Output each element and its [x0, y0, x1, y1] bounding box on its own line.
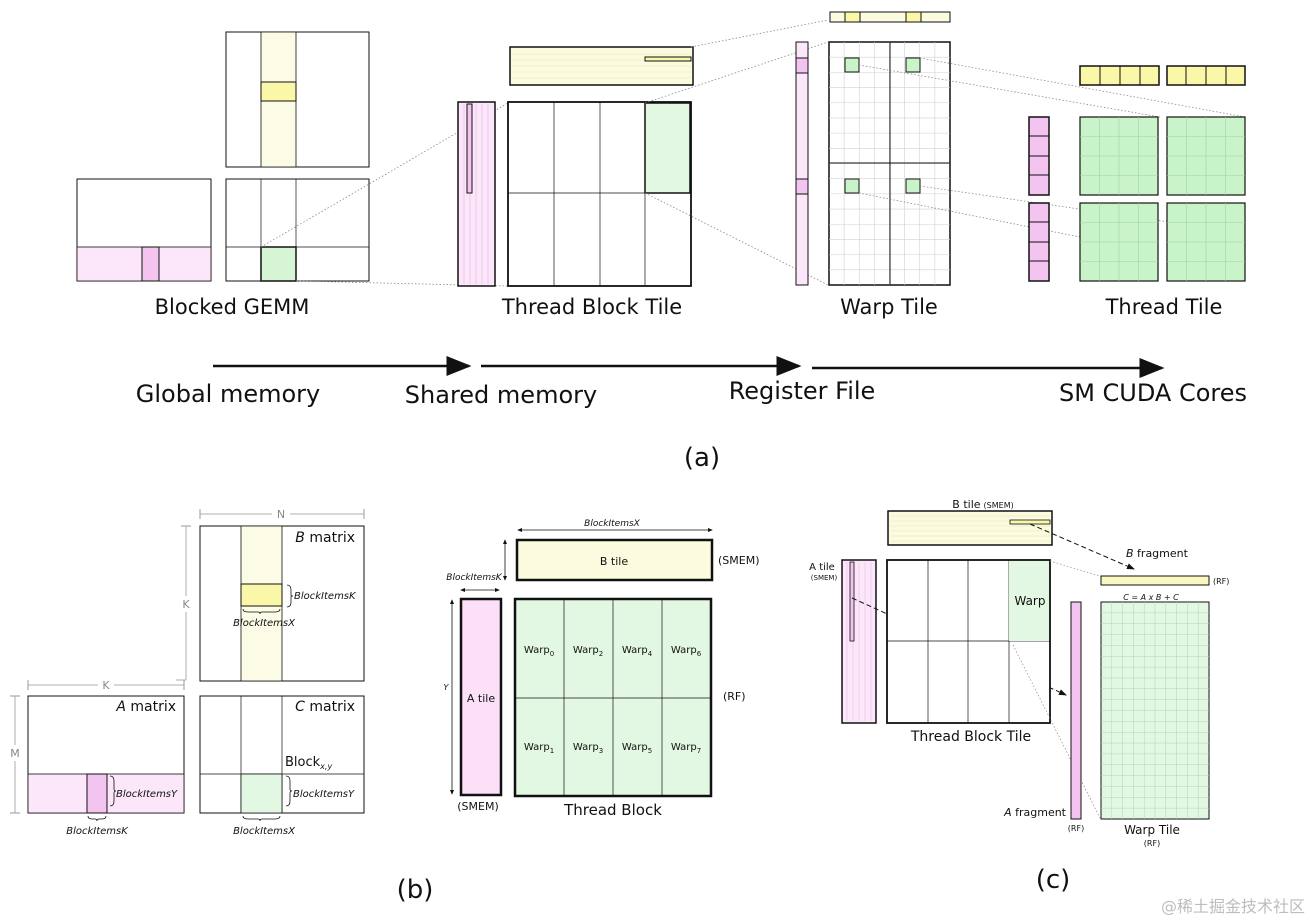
panel-a: Blocked GEMM Thread Block Tile Warp Tile… — [76, 11, 1247, 473]
a-block-items-y: BlockItemsY — [116, 789, 178, 800]
c-a-tile-smem: (SMEM) — [811, 574, 838, 582]
panel-b: N K K M B matrix BlockItemsK BlockItemsX… — [8, 506, 760, 905]
b-block-items-k: BlockItemsK — [294, 591, 357, 602]
a-block-items-k: BlockItemsK — [66, 826, 129, 837]
dim-m-label: M — [10, 747, 20, 760]
a-tile-label: A tile — [467, 692, 495, 705]
label-thread-block-tile: Thread Block Tile — [501, 295, 682, 319]
label-sm-cuda-cores: SM CUDA Cores — [1059, 379, 1247, 407]
warp-label-7: Warp7 — [671, 742, 701, 755]
caption-c: (c) — [1036, 865, 1071, 895]
panel-c: B tile(SMEM) B fragment A tile (SMEM) Wa… — [809, 498, 1229, 895]
b-tile-smem: (SMEM) — [718, 554, 760, 567]
c-matrix-label: C matrix — [295, 699, 355, 715]
c-a-tile-label: A tile — [809, 562, 835, 573]
blocked-gemm — [76, 31, 370, 282]
warp-label-1: Warp1 — [524, 742, 554, 755]
thread-block-items-x: BlockItemsX — [584, 519, 641, 529]
label-blocked-gemm: Blocked GEMM — [155, 295, 310, 319]
b-tile-label: B tile — [600, 555, 628, 568]
warp-label-2: Warp2 — [573, 645, 603, 658]
warp-label-0: Warp0 — [524, 645, 554, 658]
c-warp-label: Warp — [1014, 594, 1045, 608]
warp-tile — [795, 11, 951, 286]
a-tile-smem: (SMEM) — [457, 800, 499, 813]
label-global-memory: Global memory — [136, 380, 320, 408]
c-block-items-y: BlockItemsY — [293, 789, 355, 800]
dim-k-vertical-label: K — [182, 598, 190, 611]
y-dim-label: Y — [444, 683, 450, 692]
thread-block-items-k: BlockItemsK — [446, 573, 503, 583]
thread-block-tile — [457, 46, 694, 287]
c-a-fragment-rf: (RF) — [1068, 824, 1084, 833]
warp-label-5: Warp5 — [622, 742, 652, 755]
b-matrix-label: B matrix — [295, 530, 355, 546]
c-a-fragment-label: A fragment — [1003, 806, 1067, 819]
label-register-file: Register File — [729, 377, 876, 405]
caption-a: (a) — [684, 443, 720, 473]
c-warp-tile-label: Warp Tile — [1124, 823, 1180, 837]
label-thread-tile: Thread Tile — [1105, 295, 1223, 319]
b-block-items-x: BlockItemsX — [233, 618, 296, 629]
dim-n-label: N — [277, 508, 285, 521]
label-shared-memory: Shared memory — [405, 381, 597, 409]
warp-label-6: Warp6 — [671, 645, 702, 658]
warp-label-4: Warp4 — [622, 645, 653, 658]
c-b-tile-label: B tile(SMEM) — [952, 498, 1013, 511]
a-matrix-label: A matrix — [115, 699, 176, 715]
c-equation: C = A x B + C — [1123, 593, 1179, 602]
c-b-fragment-label: B fragment — [1126, 547, 1189, 560]
thread-block-label: Thread Block — [563, 801, 662, 819]
c-warp-tile-rf: (RF) — [1144, 839, 1160, 848]
thread-block-rf: (RF) — [723, 690, 746, 703]
block-xy-label: Blockx,y — [285, 755, 332, 771]
label-warp-tile: Warp Tile — [840, 295, 938, 319]
watermark: @稀土掘金技术社区 — [1161, 897, 1305, 916]
caption-b: (b) — [397, 875, 434, 905]
warp-label-3: Warp3 — [573, 742, 603, 755]
dim-k-horizontal-label: K — [102, 679, 110, 692]
c-b-fragment-rf: (RF) — [1213, 577, 1229, 586]
c-block-items-x: BlockItemsX — [233, 826, 296, 837]
thread-tile — [1028, 65, 1246, 282]
c-thread-block-tile-label: Thread Block Tile — [910, 729, 1031, 745]
